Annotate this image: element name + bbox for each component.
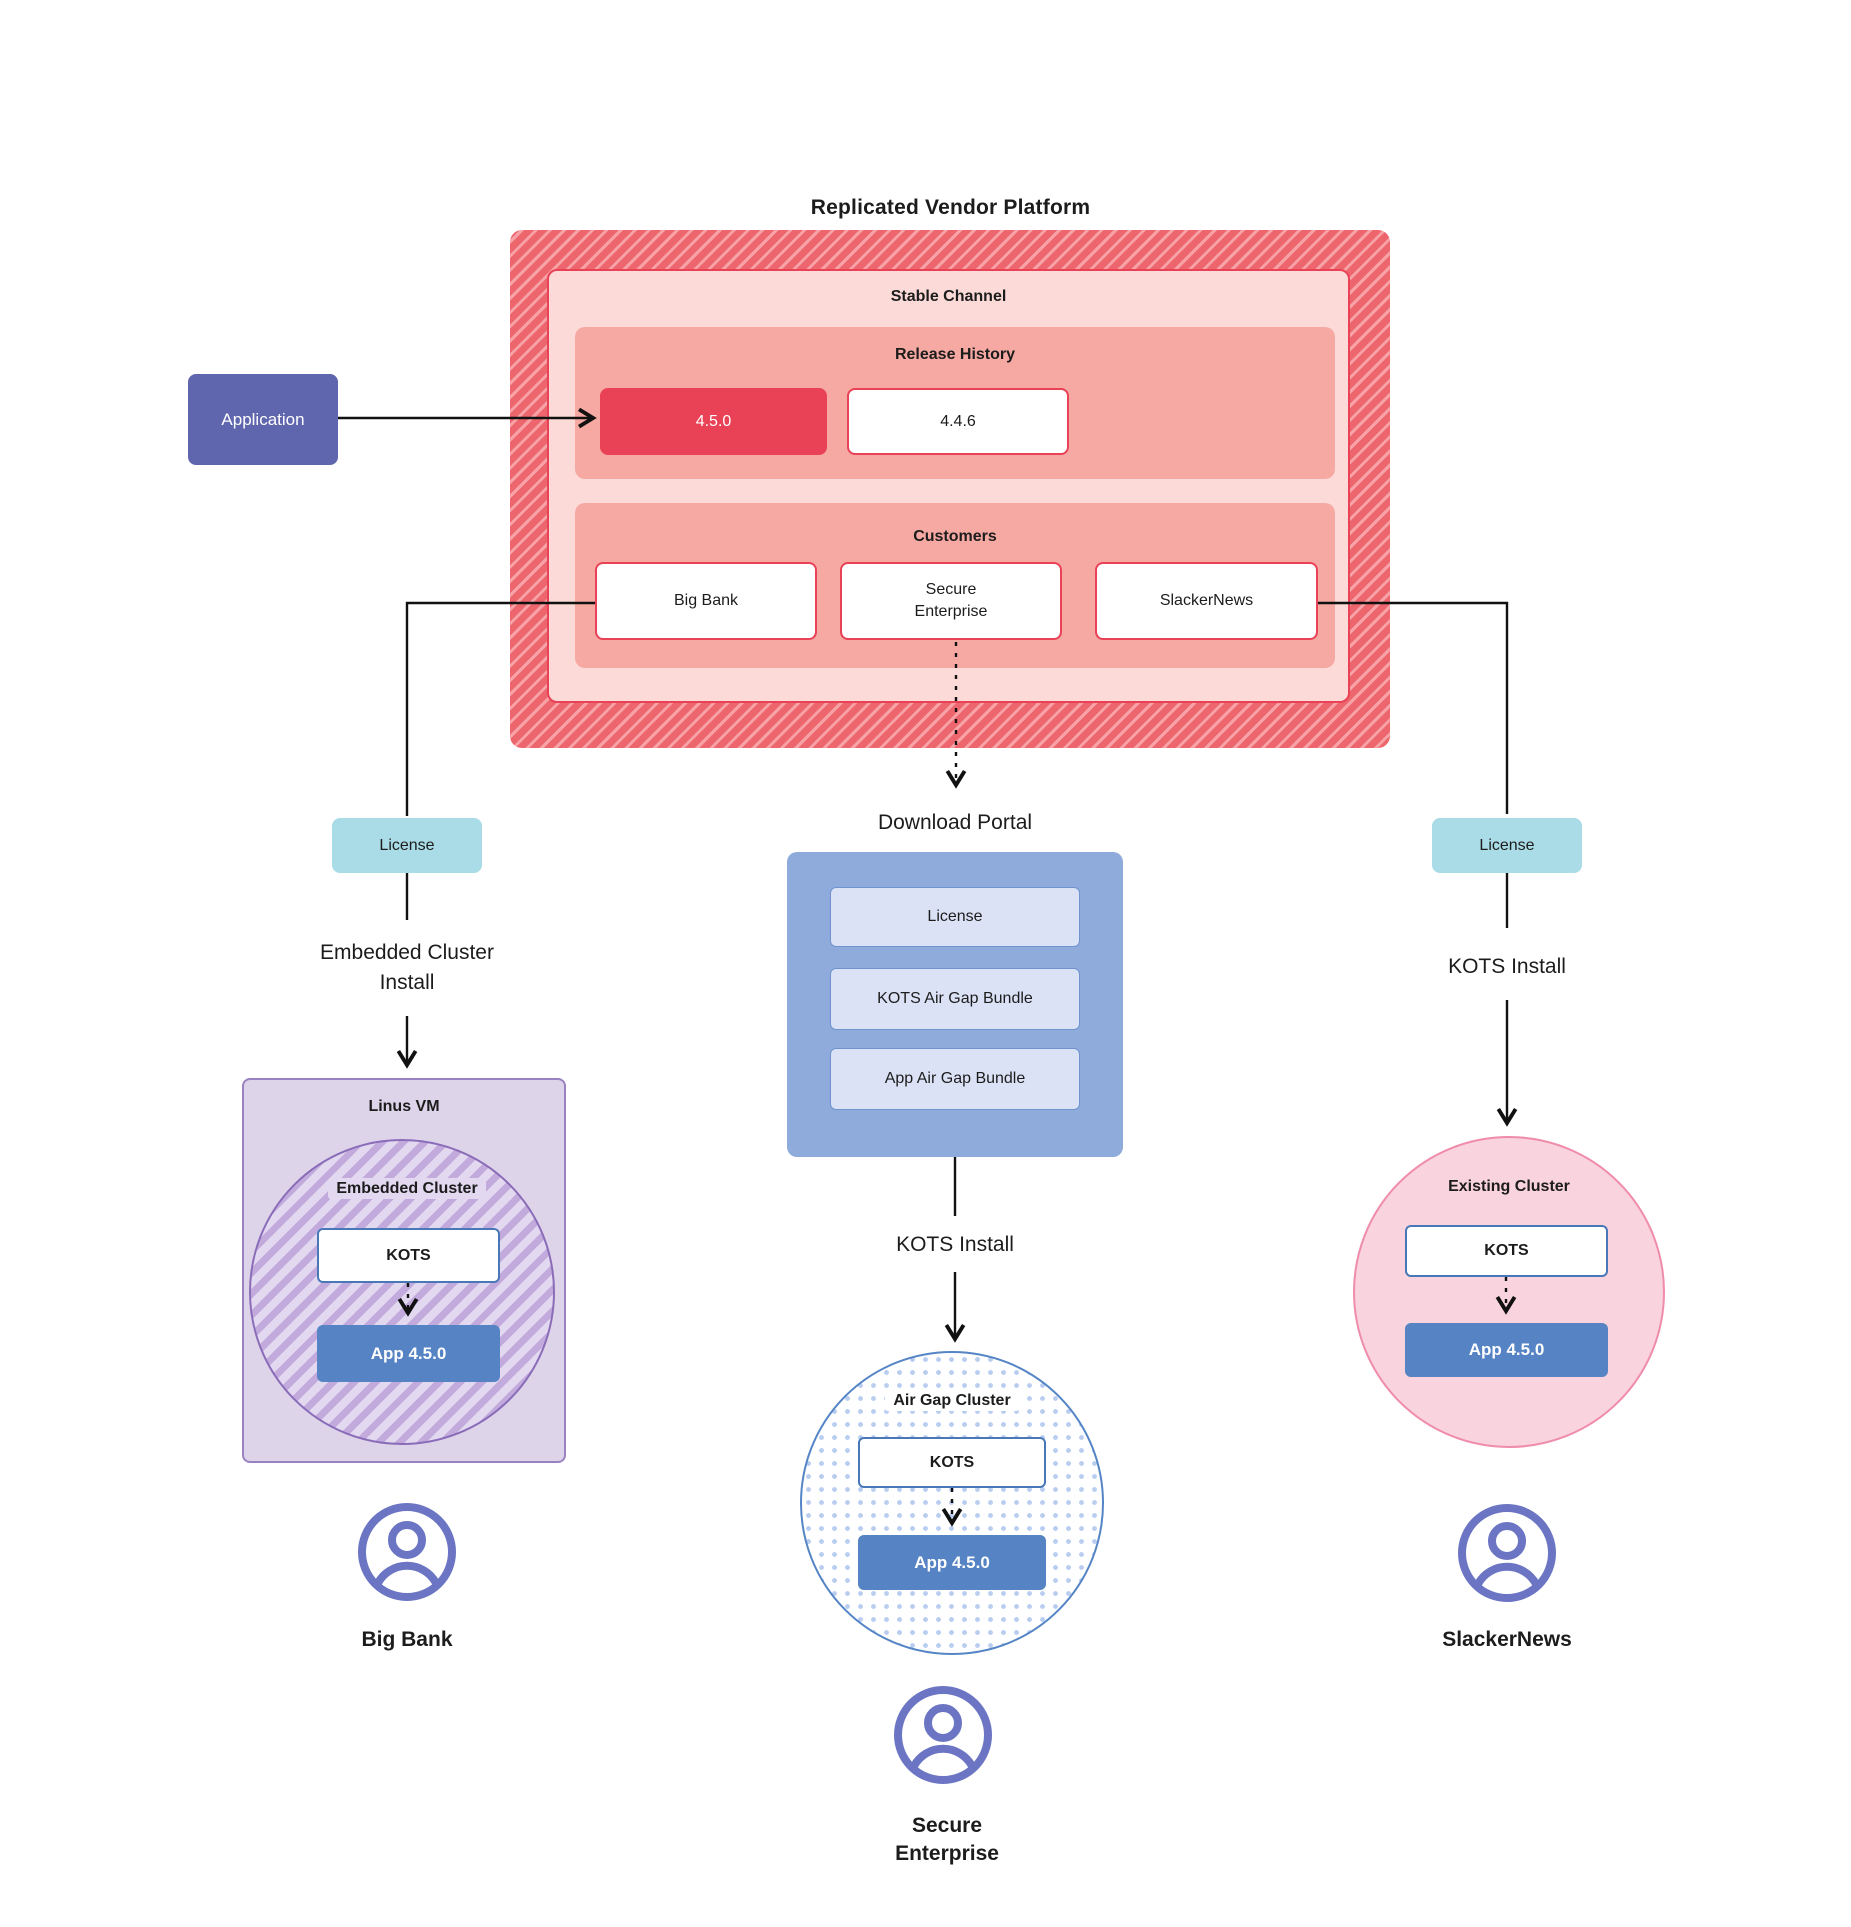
page-title: Replicated Vendor Platform xyxy=(810,196,1091,219)
release-version-446: 4.4.6 xyxy=(847,388,1069,455)
app-box-left: App 4.5.0 xyxy=(317,1325,500,1382)
kots-box-middle: KOTS xyxy=(858,1437,1046,1488)
download-portal-label: Download Portal xyxy=(877,811,1033,834)
kots-left-label: KOTS xyxy=(386,1246,431,1264)
license-box-left: License xyxy=(332,818,482,873)
user-label-slackernews: SlackerNews xyxy=(1442,1628,1572,1651)
user-icon xyxy=(893,1685,993,1785)
app-left-label: App 4.5.0 xyxy=(370,1343,447,1363)
stable-channel-label: Stable Channel xyxy=(890,288,1007,305)
kots-install-label-middle: KOTS Install xyxy=(896,1233,1014,1256)
kots-right-label: KOTS xyxy=(1484,1242,1529,1259)
kots-middle-label: KOTS xyxy=(929,1453,975,1471)
user-label-secure-enterprise-text: Secure Enterprise xyxy=(895,1814,999,1866)
app-middle-label: App 4.5.0 xyxy=(914,1552,990,1572)
user-icon xyxy=(357,1502,457,1602)
app-box-middle: App 4.5.0 xyxy=(858,1535,1046,1590)
kots-box-right: KOTS xyxy=(1405,1225,1608,1277)
customer-big-bank: Big Bank xyxy=(595,562,817,640)
customer-secure-enterprise-label: Secure Enterprise xyxy=(914,581,988,620)
app-right-label: App 4.5.0 xyxy=(1468,1340,1545,1359)
kots-install-label-right: KOTS Install xyxy=(1448,955,1566,978)
embedded-cluster-label-text: Embedded Cluster xyxy=(328,1178,486,1199)
app-box-right: App 4.5.0 xyxy=(1405,1323,1608,1377)
embedded-cluster-install-label: Embedded Cluster Install xyxy=(320,941,494,995)
customer-slackernews: SlackerNews xyxy=(1095,562,1318,640)
release-446-label: 4.4.6 xyxy=(940,412,976,430)
user-label-secure-enterprise: Secure Enterprise xyxy=(847,1812,1047,1869)
portal-kots-bundle-label: KOTS Air Gap Bundle xyxy=(877,990,1033,1007)
portal-item-app-airgap-bundle: App Air Gap Bundle xyxy=(830,1048,1080,1110)
portal-item-license: License xyxy=(830,887,1080,947)
linus-vm-label: Linus VM xyxy=(368,1098,440,1115)
existing-cluster-circle xyxy=(1353,1136,1665,1448)
application-label: Application xyxy=(221,409,305,429)
release-450-label: 4.5.0 xyxy=(695,412,732,430)
release-history-label: Release History xyxy=(894,346,1016,363)
air-gap-cluster-label-text: Air Gap Cluster xyxy=(885,1390,1019,1411)
license-right-label: License xyxy=(1479,836,1535,854)
user-icon xyxy=(1457,1503,1557,1603)
customer-slackernews-label: SlackerNews xyxy=(1159,592,1254,610)
customer-secure-enterprise: Secure Enterprise xyxy=(840,562,1062,640)
user-label-big-bank: Big Bank xyxy=(361,1628,453,1651)
release-version-450: 4.5.0 xyxy=(600,388,827,455)
kots-box-left: KOTS xyxy=(317,1228,500,1283)
portal-item-kots-airgap-bundle: KOTS Air Gap Bundle xyxy=(830,968,1080,1030)
customers-label: Customers xyxy=(913,528,997,545)
application-box: Application xyxy=(188,374,338,465)
existing-cluster-label: Existing Cluster xyxy=(1448,1178,1570,1195)
customer-big-bank-label: Big Bank xyxy=(673,592,739,610)
portal-app-bundle-label: App Air Gap Bundle xyxy=(884,1070,1026,1087)
portal-license-label: License xyxy=(927,908,983,925)
embedded-cluster-label: Embedded Cluster xyxy=(292,1178,522,1199)
air-gap-cluster-label: Air Gap Cluster xyxy=(837,1390,1067,1411)
license-left-label: License xyxy=(379,836,435,854)
license-box-right: License xyxy=(1432,818,1582,873)
